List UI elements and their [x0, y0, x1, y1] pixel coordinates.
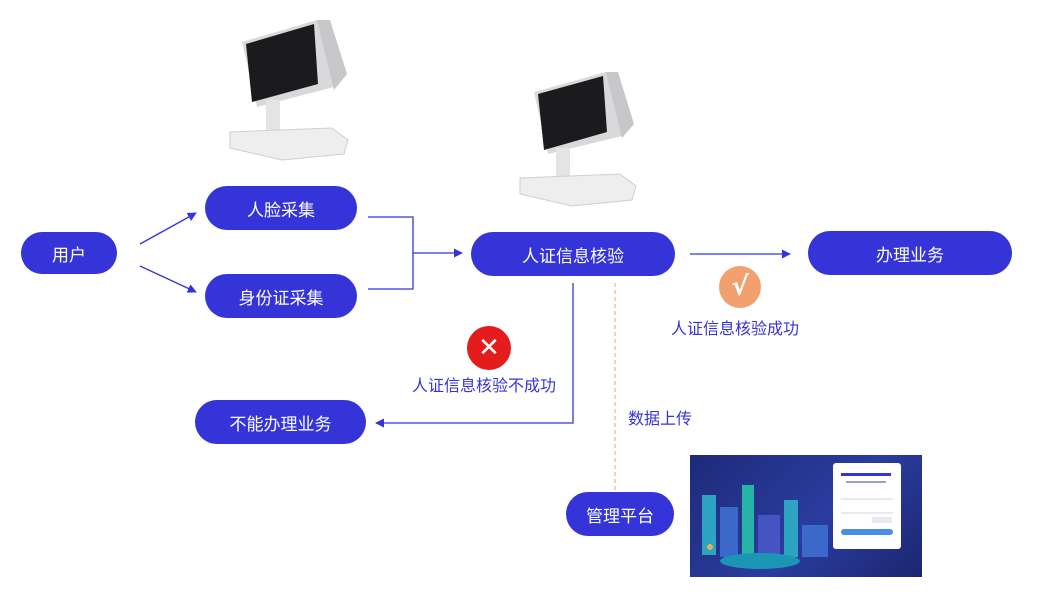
node-verify: 人证信息核验 — [471, 232, 675, 276]
node-handle-business: 办理业务 — [808, 231, 1012, 275]
node-management-platform: 管理平台 — [566, 492, 674, 536]
edge-user-to-id — [139, 265, 197, 293]
edge-verify-to-cannot — [375, 283, 574, 428]
node-id-capture: 身份证采集 — [205, 274, 357, 318]
label-verify-success: 人证信息核验成功 — [671, 319, 800, 338]
fail-x-icon: ✕ — [467, 326, 511, 370]
kiosk-device-image-1 — [222, 12, 352, 162]
label-verify-fail: 人证信息核验不成功 — [412, 376, 557, 395]
node-user: 用户 — [21, 232, 117, 274]
edge-user-to-face — [139, 212, 197, 245]
node-cannot-handle: 不能办理业务 — [195, 400, 366, 444]
node-face-capture: 人脸采集 — [205, 186, 357, 230]
platform-screenshot-image — [690, 455, 922, 577]
edge-face-to-merge — [368, 216, 414, 290]
label-data-upload: 数据上传 — [628, 409, 693, 428]
kiosk-device-image-2 — [514, 64, 640, 208]
success-check-icon: √ — [719, 266, 761, 308]
